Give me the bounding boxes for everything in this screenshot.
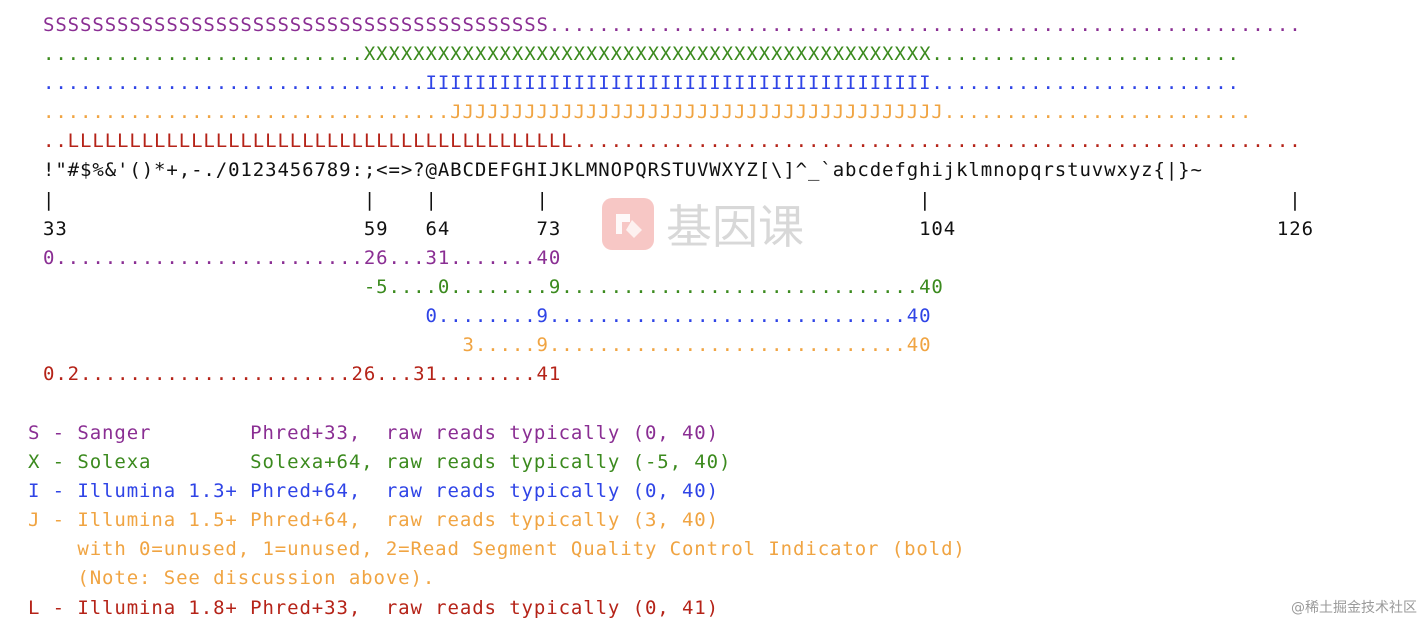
sanger-score-row: 0.........................26...31.......… bbox=[43, 246, 562, 269]
illumina-15-score-row: 3.....9.............................40 bbox=[43, 334, 932, 357]
ascii-characters-row: !"#$%&'()*+,-./0123456789:;<=>?@ABCDEFGH… bbox=[43, 159, 1203, 182]
jiyinke-logo-icon bbox=[602, 198, 654, 250]
legend-illumina-18: L - Illumina 1.8+ Phred+33, raw reads ty… bbox=[28, 596, 719, 619]
sanger-range-row: SSSSSSSSSSSSSSSSSSSSSSSSSSSSSSSSSSSSSSSS… bbox=[43, 14, 1302, 36]
legend-illumina-15: J - Illumina 1.5+ Phred+64, raw reads ty… bbox=[28, 509, 719, 532]
legend-illumina-15-note-2: (Note: See discussion above). bbox=[28, 567, 436, 590]
legend-illumina-13: I - Illumina 1.3+ Phred+64, raw reads ty… bbox=[28, 480, 719, 503]
corner-watermark: @稀土掘金技术社区 bbox=[1291, 600, 1417, 616]
illumina-13-score-row: 0........9.............................4… bbox=[43, 304, 932, 327]
legend-sanger: S - Sanger Phred+33, raw reads typically… bbox=[28, 422, 719, 444]
illumina-18-score-row: 0.2......................26...31........… bbox=[43, 363, 562, 386]
quality-encoding-diagram: SSSSSSSSSSSSSSSSSSSSSSSSSSSSSSSSSSSSSSSS… bbox=[43, 11, 1314, 389]
jiyinke-watermark: 基因课 bbox=[600, 196, 804, 254]
illumina-18-range-row: ..LLLLLLLLLLLLLLLLLLLLLLLLLLLLLLLLLLLLLL… bbox=[43, 130, 1302, 153]
solexa-range-row: ..........................XXXXXXXXXXXXXX… bbox=[43, 43, 1240, 66]
illumina-15-range-row: .................................JJJJJJJ… bbox=[43, 101, 1253, 124]
solexa-score-row: -5....0........9........................… bbox=[43, 275, 944, 298]
legend-solexa: X - Solexa Solexa+64, raw reads typicall… bbox=[28, 451, 732, 474]
ascii-code-numbers-row: 33 59 64 73 104 126 bbox=[43, 217, 1314, 240]
encoding-legend: S - Sanger Phred+33, raw reads typically… bbox=[28, 419, 966, 623]
illumina-13-range-row: ...............................IIIIIIIII… bbox=[43, 72, 1240, 95]
watermark-text: 基因课 bbox=[666, 200, 804, 254]
legend-illumina-15-note-1: with 0=unused, 1=unused, 2=Read Segment … bbox=[28, 538, 966, 561]
tick-marks-row: | | | | | | bbox=[43, 188, 1302, 211]
